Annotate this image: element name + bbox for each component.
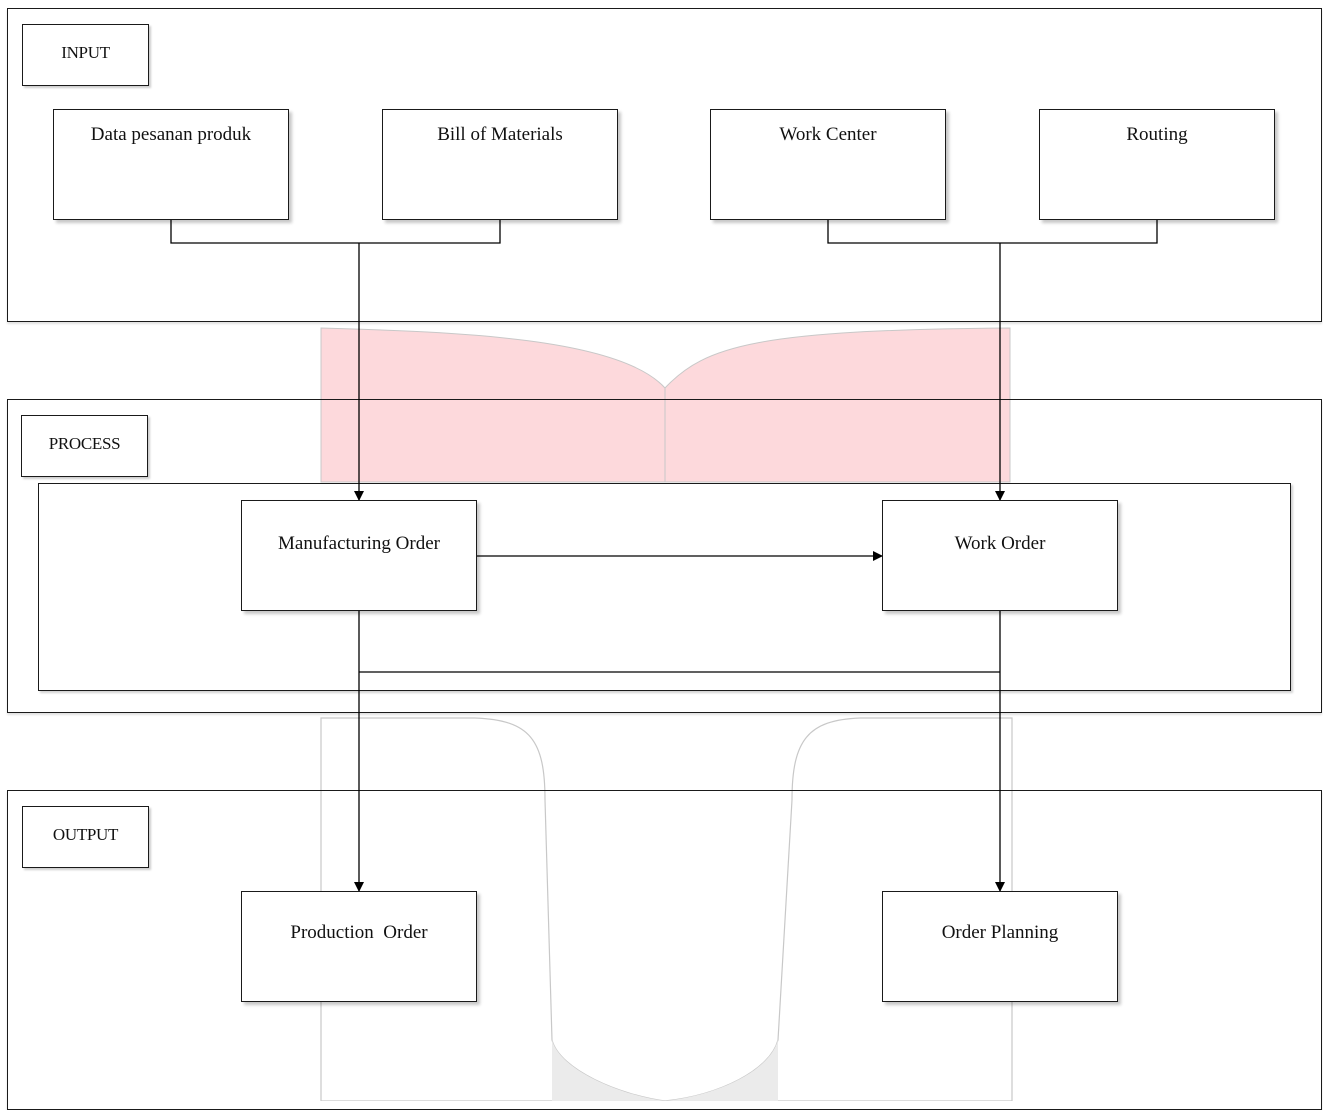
node-data-pesanan-produk: Data pesanan produk xyxy=(53,109,289,220)
node-work-order: Work Order xyxy=(882,500,1118,611)
connector-input-right-bracket xyxy=(827,220,1158,244)
process-section-label: PROCESS xyxy=(21,415,148,477)
watermark-bottom-shape xyxy=(320,717,1013,1101)
node-manufacturing-order: Manufacturing Order xyxy=(241,500,477,611)
process-inner-panel xyxy=(38,483,1291,691)
output-section-label: OUTPUT xyxy=(22,806,149,868)
input-section-label: INPUT xyxy=(22,24,149,86)
node-work-center: Work Center xyxy=(710,109,946,220)
node-bill-of-materials: Bill of Materials xyxy=(382,109,618,220)
input-section xyxy=(7,8,1322,322)
node-order-planning: Order Planning xyxy=(882,891,1118,1002)
connector-input-left-bracket xyxy=(170,220,501,244)
watermark-bottom-fill xyxy=(552,1040,778,1101)
node-routing: Routing xyxy=(1039,109,1275,220)
process-section xyxy=(7,399,1322,713)
node-production-order: Production Order xyxy=(241,891,477,1002)
